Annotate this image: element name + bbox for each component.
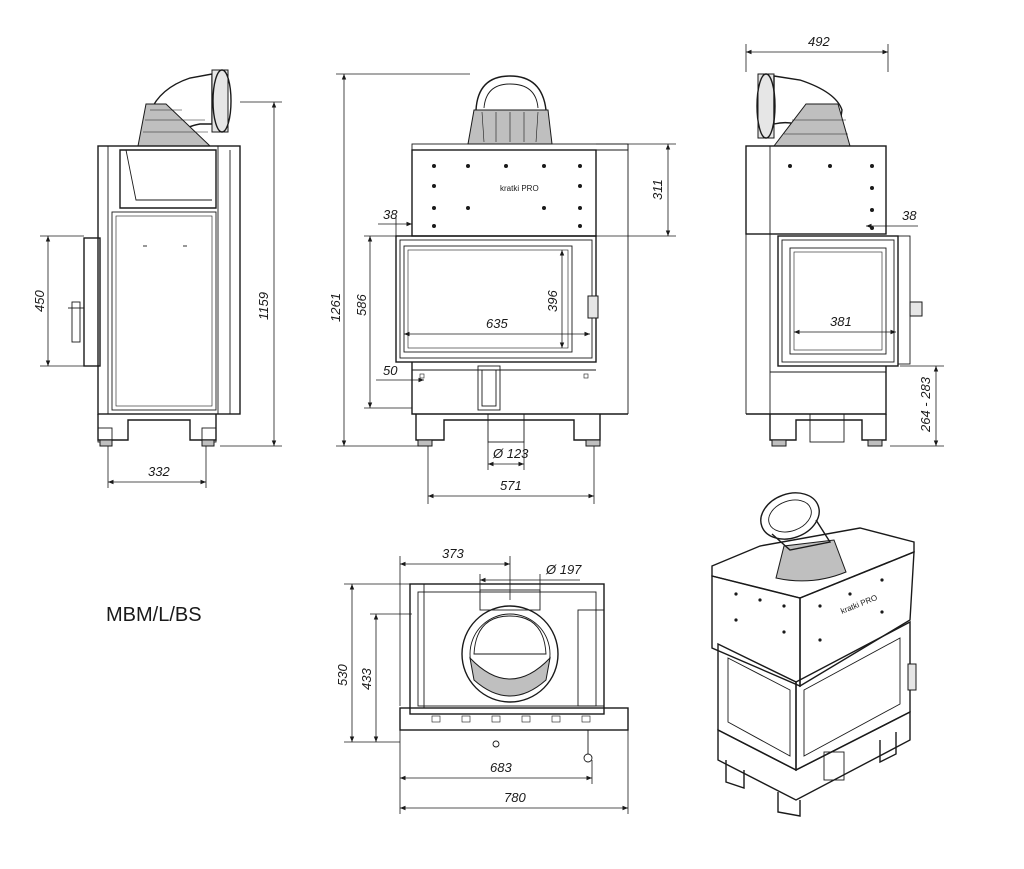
dim-top-depth-inner: 433 [359,668,374,690]
iso-brand-logo: kratki PRO [839,593,878,616]
right-view: 492 38 381 264 - 283 [745,34,944,447]
dim-right-width: 492 [808,34,830,49]
dim-front-glass-height: 586 [354,294,369,316]
dim-side-depth: 332 [148,464,170,479]
brand-logo: kratki PRO [500,184,539,193]
dim-side-height: 1159 [256,292,271,320]
dim-side-door: 450 [32,290,47,312]
dim-right-glass-width: 381 [830,314,852,329]
dim-top-flue-diameter: Ø 197 [545,562,582,577]
dim-front-total-height: 1261 [328,293,343,322]
dim-right-offset: 38 [902,208,917,223]
model-label: MBM/L/BS [106,604,202,626]
dim-front-glass-width: 635 [486,316,508,331]
dim-front-outlet: Ø 123 [492,446,529,461]
side-view: 1159 450 332 [32,69,282,488]
dim-front-top-block: 311 [650,179,665,200]
dim-top-width-total: 780 [504,790,526,805]
dim-front-glass-inner-height: 396 [545,290,560,312]
front-view: kratki PRO 1261 586 38 [328,73,676,504]
dim-top-width-inner: 683 [490,760,512,775]
dim-front-base-width: 571 [500,478,522,493]
isometric-view: kratki PRO [711,492,917,817]
dim-front-bottom-offset: 50 [383,363,398,378]
dim-front-offset-left: 38 [383,207,398,222]
dim-top-flue-offset: 373 [442,546,464,561]
dim-top-depth-total: 530 [335,664,350,686]
top-view: 373 Ø 197 530 433 683 780 [335,546,629,814]
dim-right-leg-height: 264 - 283 [918,376,933,433]
